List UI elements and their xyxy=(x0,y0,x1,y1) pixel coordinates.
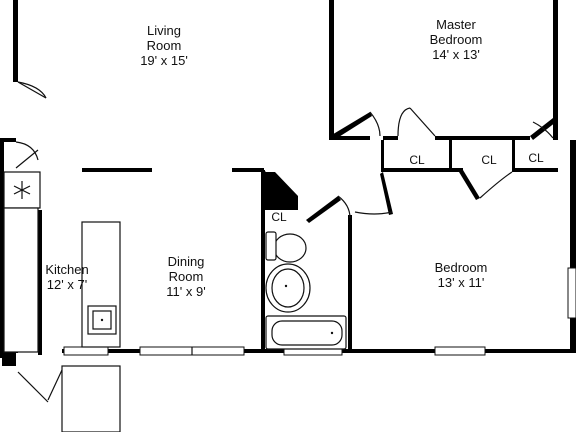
room-dims: 19' x 15' xyxy=(140,53,188,68)
closet-label: CL xyxy=(528,151,544,165)
room-dims: 14' x 13' xyxy=(432,47,480,62)
room-name: Dining xyxy=(168,254,205,269)
room-name-2: Bedroom xyxy=(430,32,483,47)
room-bedroom: Bedroom 13' x 11' xyxy=(435,260,488,290)
snowflake-icon xyxy=(3,171,41,209)
room-name-2: Room xyxy=(147,38,182,53)
room-kitchen: Kitchen 12' x 7' xyxy=(45,262,88,292)
closet-label: CL xyxy=(271,210,287,224)
stairs-lower xyxy=(61,365,121,432)
closet-label: CL xyxy=(409,153,425,167)
bathtub-icon xyxy=(265,315,347,350)
room-master-bedroom: Master Bedroom 14' x 13' xyxy=(430,17,483,62)
doors xyxy=(15,81,554,403)
room-name: Bedroom xyxy=(435,260,488,275)
room-name: Living xyxy=(147,23,181,38)
room-name: Kitchen xyxy=(45,262,88,277)
room-living: Living Room 19' x 15' xyxy=(140,23,188,68)
sink-icon xyxy=(87,305,117,335)
room-dining: Dining Room 11' x 9' xyxy=(166,254,205,299)
room-dims: 13' x 11' xyxy=(438,275,485,290)
toilet-icon xyxy=(265,231,307,263)
room-name-2: Room xyxy=(169,269,204,284)
room-dims: 12' x 7' xyxy=(47,277,87,292)
closet-label: CL xyxy=(481,153,497,167)
room-name: Master xyxy=(436,17,476,32)
vanity-icon xyxy=(265,263,311,313)
room-dims: 11' x 9' xyxy=(166,284,205,299)
